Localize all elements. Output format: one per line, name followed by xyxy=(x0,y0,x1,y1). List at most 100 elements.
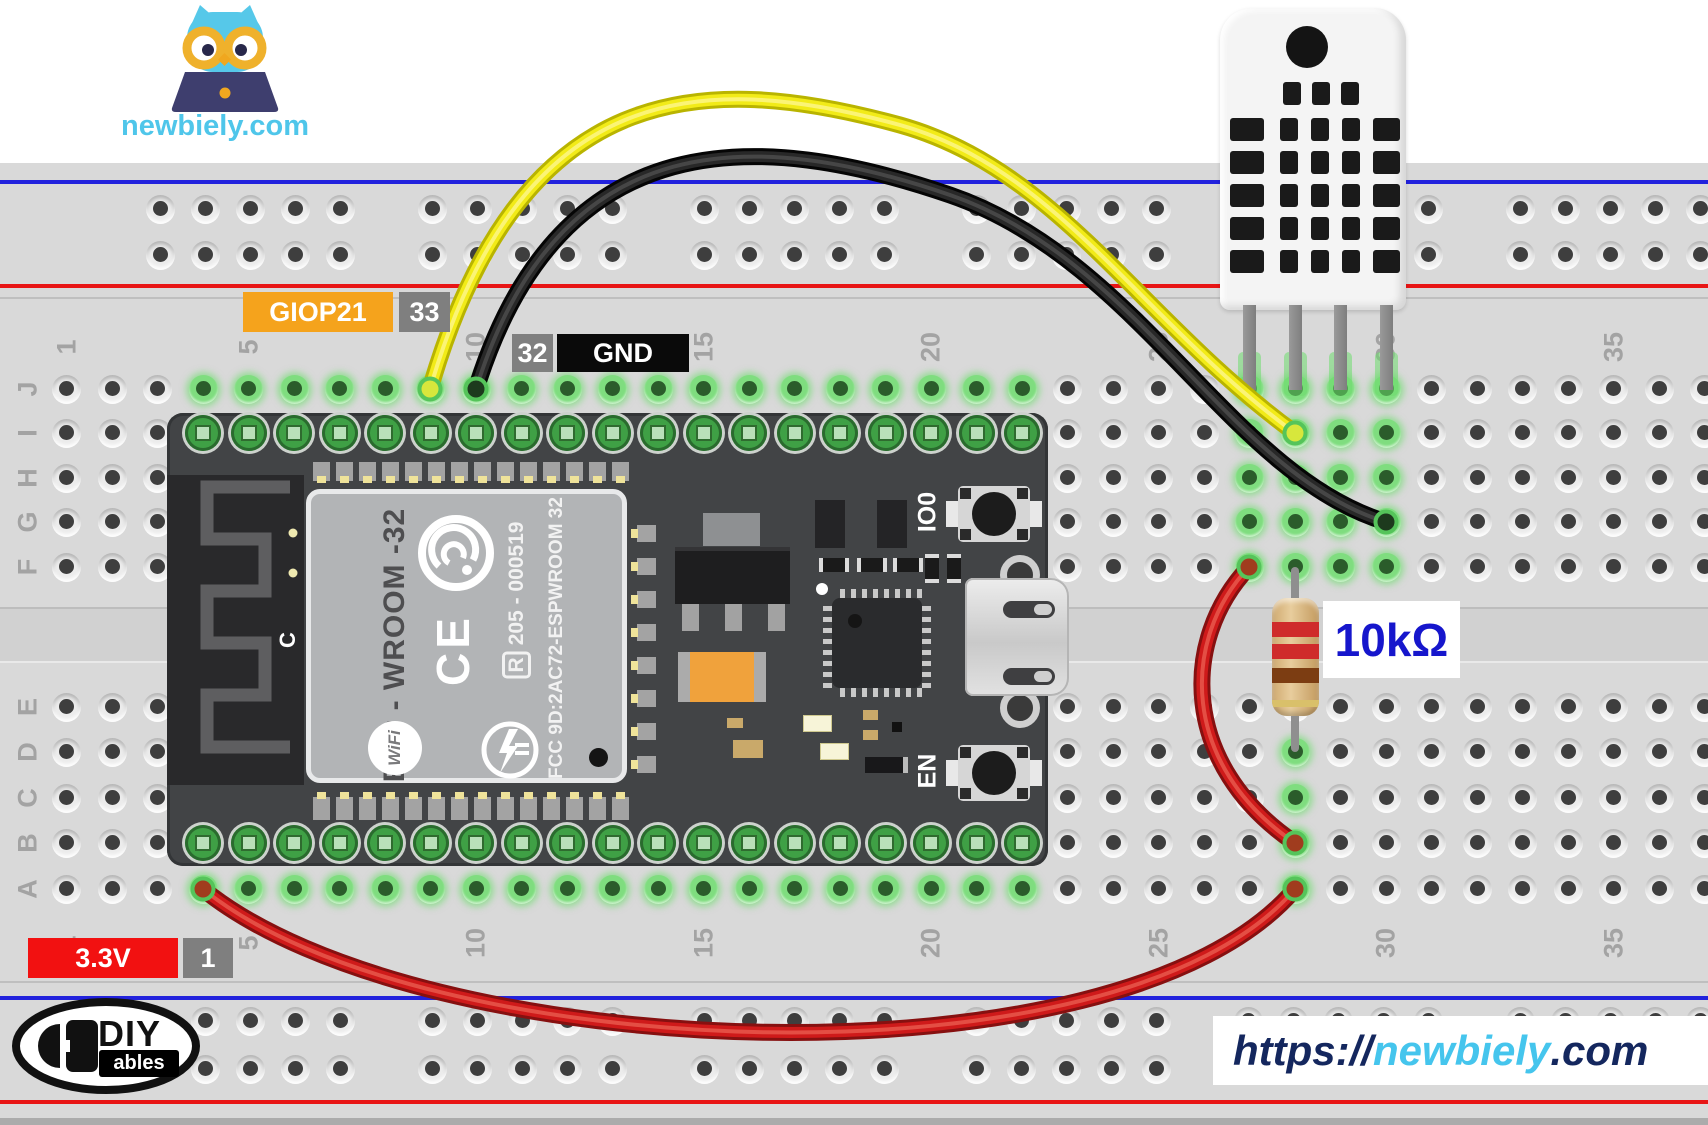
breadboard-hole xyxy=(1053,828,1082,858)
breadboard-hole xyxy=(97,418,127,448)
breadboard-hole xyxy=(280,1006,310,1036)
esp32-pin xyxy=(731,825,767,861)
breadboard-hole xyxy=(52,507,81,537)
breadboard-hole xyxy=(1144,552,1173,582)
breadboard-grid-label: 5 xyxy=(233,935,263,951)
breadboard-hole-connected xyxy=(643,874,673,904)
breadboard-hole xyxy=(734,1054,764,1084)
esp32-reg-number: R205 - 000519 xyxy=(502,522,531,679)
breadboard-hole xyxy=(1690,374,1708,404)
module-pad-dot xyxy=(478,476,487,483)
esp32-pin xyxy=(958,415,995,451)
vent-slot xyxy=(1230,217,1264,240)
breadboard-hole xyxy=(869,1054,899,1084)
module-pad-dot xyxy=(547,476,556,483)
module-pad-dot xyxy=(631,694,638,703)
vent-slot xyxy=(1342,184,1360,207)
gpio-pin-number: 33 xyxy=(399,292,450,332)
smd-component xyxy=(733,740,763,758)
breadboard-hole xyxy=(1505,194,1535,224)
diyables-logo-subtext: ables xyxy=(99,1050,179,1077)
breadboard-hole xyxy=(52,737,81,767)
breadboard-hole xyxy=(552,240,582,270)
breadboard-hole xyxy=(1096,1006,1126,1036)
esp32-pin xyxy=(776,415,813,451)
enable-button xyxy=(946,745,1042,801)
breadboard-grid-label: H xyxy=(12,468,43,488)
breadboard-hole xyxy=(1189,737,1219,767)
module-pad-dot xyxy=(570,792,579,799)
diode xyxy=(865,757,908,773)
breadboard-hole xyxy=(1235,783,1264,813)
esp32-pin xyxy=(594,415,631,451)
breadboard-hole-connected xyxy=(734,374,764,404)
breadboard-hole xyxy=(1553,737,1583,767)
breadboard-hole xyxy=(52,874,81,904)
smd-component xyxy=(857,558,887,572)
breadboard-hole-connected xyxy=(325,874,354,904)
breadboard-grid-label: I xyxy=(12,429,43,437)
breadboard-hole-connected xyxy=(780,374,809,404)
dht22-pin xyxy=(1288,305,1302,390)
breadboard-hole xyxy=(52,692,81,722)
breadboard-hole-connected xyxy=(1280,463,1310,493)
esp32-pin xyxy=(276,825,312,861)
breadboard-hole-connected xyxy=(370,374,400,404)
breadboard-hole xyxy=(143,374,172,404)
bottom-rail-blue-line xyxy=(0,996,1708,1000)
breadboard-hole xyxy=(1051,240,1081,270)
breadboard-hole xyxy=(1006,1006,1036,1036)
breadboard-hole xyxy=(1508,874,1537,904)
breadboard-hole xyxy=(1505,240,1535,270)
breadboard-hole xyxy=(1508,552,1537,582)
breadboard-hole xyxy=(1051,1054,1081,1084)
esp32-pin xyxy=(321,825,358,861)
breadboard-hole xyxy=(1550,194,1580,224)
breadboard-hole xyxy=(1595,194,1625,224)
module-pad-dot xyxy=(409,792,418,799)
esp32-pin xyxy=(230,825,267,861)
esp32-pin xyxy=(367,415,403,451)
breadboard-hole-connected xyxy=(916,374,946,404)
breadboard-hole xyxy=(689,1006,719,1036)
breadboard-hole xyxy=(97,552,127,582)
module-pad-dot xyxy=(631,628,638,637)
module-pad xyxy=(637,690,656,707)
website-url[interactable]: https://newbiely.com xyxy=(1213,1016,1708,1085)
breadboard-hole-connected xyxy=(507,874,536,904)
breadboard-hole xyxy=(961,1054,991,1084)
breadboard-hole xyxy=(779,1054,809,1084)
breadboard-hole xyxy=(1599,783,1628,813)
module-pad-dot xyxy=(631,529,638,538)
breadboard-hole xyxy=(1550,240,1580,270)
breadboard-hole xyxy=(145,240,175,270)
breadboard-hole xyxy=(1189,874,1219,904)
esp32-fcc-id: FCC 9D:2AC72-ESPWROOM 32 xyxy=(546,497,567,779)
breadboard-hole xyxy=(1690,418,1708,448)
vent-slot xyxy=(1341,82,1359,105)
esp32-pin xyxy=(594,825,631,861)
breadboard-hole xyxy=(1508,828,1537,858)
breadboard-hole xyxy=(1098,418,1128,448)
breadboard-hole-connected xyxy=(871,874,900,904)
breadboard-hole xyxy=(1417,874,1446,904)
breadboard-hole-connected xyxy=(279,374,309,404)
reg-r-mark: R xyxy=(502,651,531,679)
breadboard-hole xyxy=(417,1054,447,1084)
vent-slot xyxy=(1280,118,1298,141)
breadboard-hole xyxy=(1371,828,1401,858)
breadboard-hole xyxy=(961,1006,991,1036)
smd-component xyxy=(892,722,902,732)
breadboard-hole xyxy=(1098,692,1128,722)
breadboard-hole xyxy=(1690,507,1708,537)
module-pad-dot xyxy=(616,792,625,799)
smd-component xyxy=(819,558,849,572)
module-pad-dot xyxy=(386,476,395,483)
esp32-pin xyxy=(1004,825,1040,861)
breadboard-grid-label: 30 xyxy=(1370,927,1401,959)
breadboard-hole xyxy=(97,737,127,767)
breadboard-hole xyxy=(552,1054,582,1084)
breadboard-hole-connected xyxy=(825,874,855,904)
breadboard-hole xyxy=(1144,828,1173,858)
boot-button-label: IO0 xyxy=(913,491,942,533)
